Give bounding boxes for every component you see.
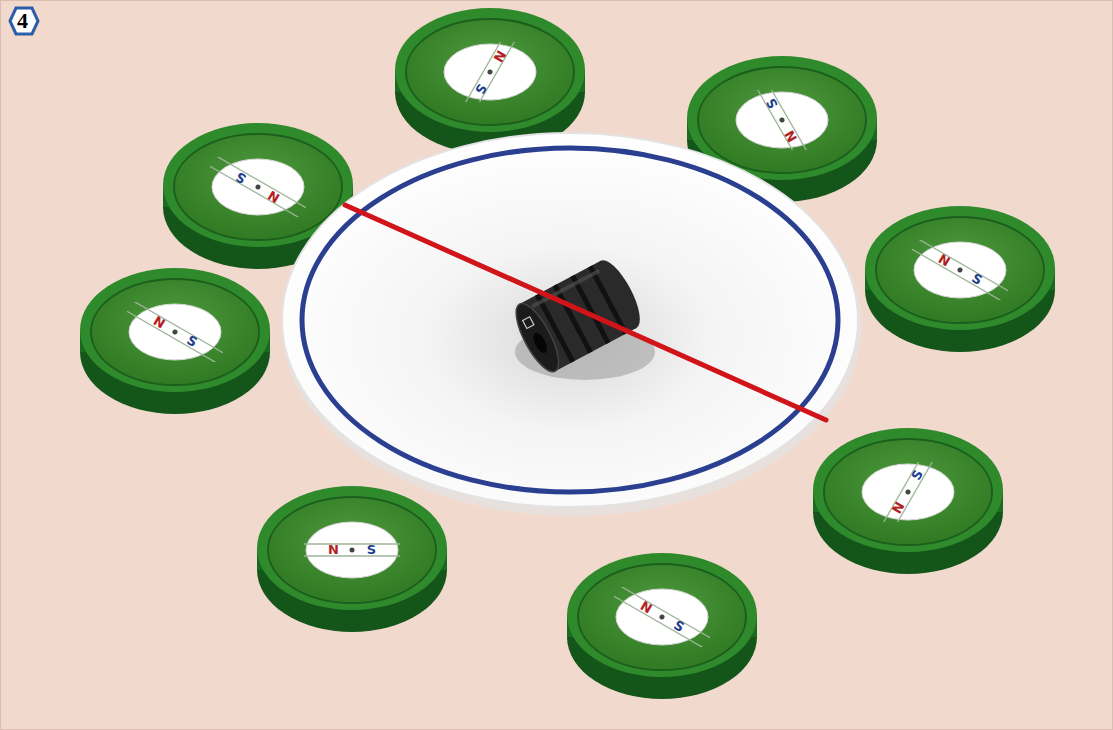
compass: NS bbox=[210, 157, 306, 217]
pole-letter: S bbox=[183, 332, 200, 352]
pole-letter: N bbox=[328, 541, 339, 559]
compass-disc bbox=[912, 240, 1008, 300]
bottle-cap bbox=[257, 486, 447, 632]
compass: NS bbox=[912, 240, 1008, 300]
compass-disc bbox=[614, 587, 710, 647]
pole-letter: N bbox=[265, 186, 283, 207]
compass-disc bbox=[127, 302, 223, 362]
pole-letter: N bbox=[888, 499, 909, 517]
pole-letter: S bbox=[233, 167, 250, 187]
compass: NS bbox=[442, 42, 538, 102]
plate-rim bbox=[302, 148, 838, 492]
bottle-cap bbox=[80, 268, 270, 414]
pole-letter: N bbox=[637, 597, 655, 618]
plate bbox=[282, 133, 858, 507]
compass: NS bbox=[734, 90, 830, 150]
pole-letter: N bbox=[935, 250, 953, 271]
compass-disc bbox=[860, 462, 956, 522]
callout-number: 4 bbox=[17, 8, 28, 34]
bottle-cap bbox=[865, 206, 1055, 352]
bottle-cap bbox=[567, 553, 757, 699]
compass-disc bbox=[304, 520, 400, 580]
pole-letter: S bbox=[470, 80, 490, 97]
compass-disc bbox=[734, 90, 830, 150]
compass: NS bbox=[127, 302, 223, 362]
bottle-cap bbox=[813, 428, 1003, 574]
callout-hexagon bbox=[10, 8, 38, 34]
pole-letter: S bbox=[670, 617, 687, 637]
compass-disc bbox=[442, 42, 538, 102]
magnet-stack bbox=[508, 255, 648, 378]
pole-letter: N bbox=[489, 47, 510, 65]
pole-letter: S bbox=[762, 95, 782, 112]
compass-needle: NS bbox=[322, 540, 382, 560]
pole-letter: S bbox=[367, 541, 376, 559]
pole-letter: S bbox=[968, 270, 985, 290]
red-thread bbox=[345, 205, 826, 420]
compass: NS bbox=[304, 520, 400, 580]
compass: NS bbox=[860, 462, 956, 522]
pole-letter: N bbox=[781, 127, 802, 145]
compass: NS bbox=[614, 587, 710, 647]
pole-letter: N bbox=[150, 312, 168, 333]
pole-letter: S bbox=[908, 467, 928, 484]
bottle-cap bbox=[395, 8, 585, 154]
compass-disc bbox=[210, 157, 306, 217]
